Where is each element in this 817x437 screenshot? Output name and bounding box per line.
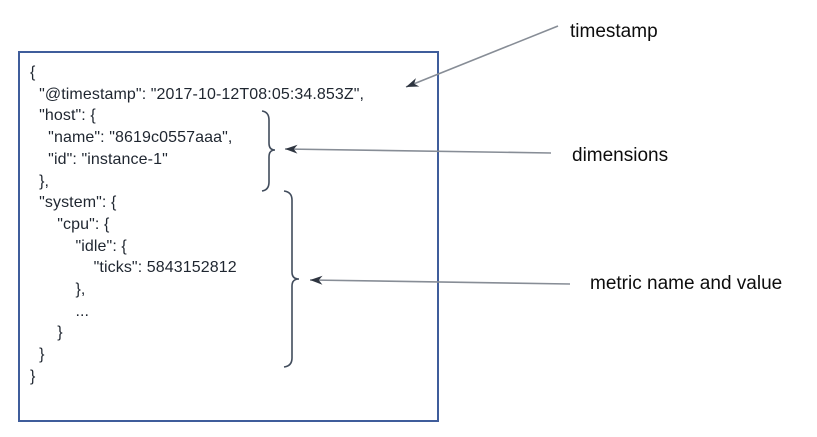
- code-line: }: [30, 324, 63, 342]
- json-document-box: [18, 51, 439, 422]
- code-line-idle: "idle": {: [30, 237, 127, 255]
- dimensions-label: dimensions: [572, 145, 669, 166]
- code-line-timestamp: "@timestamp": "2017-10-12T08:05:34.853Z"…: [30, 85, 365, 103]
- code-line: },: [30, 172, 50, 190]
- code-line: }: [30, 367, 36, 385]
- code-line-system: "system": {: [30, 194, 117, 212]
- code-line-cpu: "cpu": {: [30, 215, 110, 233]
- timestamp-label: timestamp: [570, 21, 658, 42]
- code-line-host-name: "name": "8619c0557aaa",: [30, 129, 233, 147]
- code-line: {: [30, 64, 36, 81]
- code-line-host-id: "id": "instance-1": [30, 150, 168, 168]
- code-line-ellipsis: ...: [30, 302, 90, 320]
- metric-name-value-label: metric name and value: [590, 273, 783, 294]
- code-line-ticks: "ticks": 5843152812: [30, 259, 237, 277]
- code-line-host: "host": {: [30, 107, 96, 125]
- code-line: },: [30, 281, 86, 299]
- code-line: }: [30, 346, 45, 364]
- json-code-block: { "@timestamp": "2017-10-12T08:05:34.853…: [30, 62, 364, 388]
